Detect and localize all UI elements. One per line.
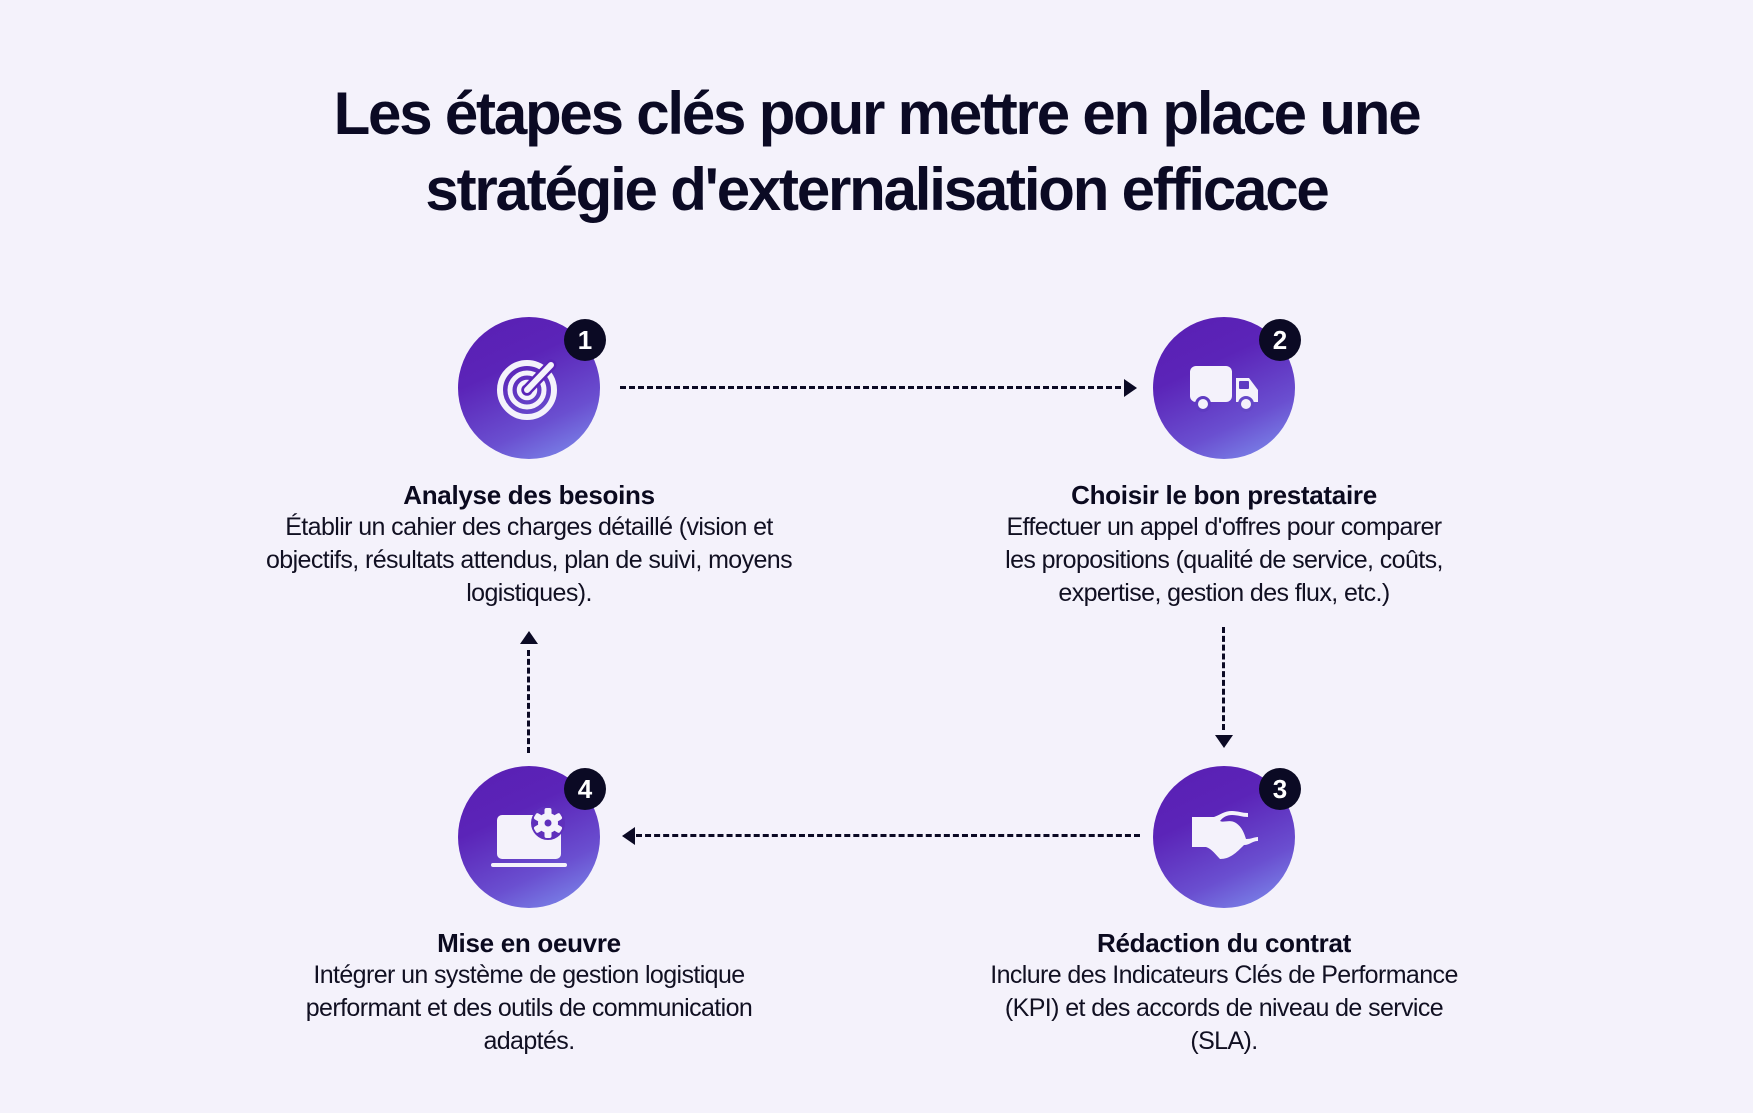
arrow-down-icon xyxy=(1215,735,1233,748)
step-3-circle xyxy=(1153,766,1295,908)
arrow-left-icon xyxy=(622,827,635,845)
arrow-up-icon xyxy=(520,631,538,644)
target-icon xyxy=(497,359,557,420)
dashed-line xyxy=(527,650,530,753)
step-3-desc-line: (SLA). xyxy=(1190,1027,1258,1055)
page-title-line-1: Les étapes clés pour mettre en place une xyxy=(333,80,1422,147)
step-1-desc-line: logistiques). xyxy=(466,579,592,607)
step-4-title: Mise en oeuvre xyxy=(437,928,621,958)
step-4-description: Intégrer un système de gestion logistiqu… xyxy=(229,959,829,1058)
step-4-icon-group: 4 xyxy=(458,766,606,908)
step-2-number-badge: 2 xyxy=(1259,319,1301,361)
step-2-description: Effectuer un appel d'offres pour compare… xyxy=(924,511,1524,610)
step-3-number-badge: 3 xyxy=(1259,768,1301,810)
step-3-desc-line: Inclure des Indicateurs Clés de Performa… xyxy=(990,961,1458,989)
dashed-line xyxy=(1222,627,1225,730)
step-2-desc-line: les propositions (qualité de service, co… xyxy=(1005,546,1443,574)
step-3-text: Rédaction du contrat Inclure des Indicat… xyxy=(914,927,1534,1058)
step-2-desc-line: Effectuer un appel d'offres pour compare… xyxy=(1006,513,1442,541)
step-2-title: Choisir le bon prestataire xyxy=(1071,480,1377,510)
page-title: Les étapes clés pour mettre en place une… xyxy=(0,76,1753,228)
dashed-line xyxy=(636,834,1140,837)
truck-icon xyxy=(1190,366,1258,412)
step-1-text: Analyse des besoins Établir un cahier de… xyxy=(209,479,849,610)
step-3-icon-group: 3 xyxy=(1153,766,1301,908)
step-4-desc-line: adaptés. xyxy=(483,1027,575,1055)
step-2-icon-group: 2 xyxy=(1153,317,1301,459)
step-4-text: Mise en oeuvre Intégrer un système de ge… xyxy=(229,927,829,1058)
step-1-icon-group: 1 xyxy=(458,317,606,459)
step-1-number-badge: 1 xyxy=(564,319,606,361)
step-4-number-badge: 4 xyxy=(564,768,606,810)
page-title-line-2: stratégie d'externalisation efficace xyxy=(425,156,1329,223)
step-3-title: Rédaction du contrat xyxy=(1096,928,1351,958)
step-3-description: Inclure des Indicateurs Clés de Performa… xyxy=(914,959,1534,1058)
step-2-text: Choisir le bon prestataire Effectuer un … xyxy=(924,479,1524,610)
step-1-desc-line: objectifs, résultats attendus, plan de s… xyxy=(265,546,793,574)
step-2-desc-line: expertise, gestion des flux, etc.) xyxy=(1058,579,1390,607)
dashed-line xyxy=(620,386,1130,389)
step-4-desc-line: performant et des outils de communicatio… xyxy=(305,994,753,1022)
laptop-settings-icon xyxy=(491,806,567,867)
step-4-desc-line: Intégrer un système de gestion logistiqu… xyxy=(313,961,745,989)
step-1-desc-line: Établir un cahier des charges détaillé (… xyxy=(285,513,773,541)
step-1-title: Analyse des besoins xyxy=(403,480,655,510)
handshake-icon xyxy=(1192,811,1258,859)
step-1-description: Établir un cahier des charges détaillé (… xyxy=(209,511,849,610)
arrow-right-icon xyxy=(1124,379,1137,397)
step-3-desc-line: (KPI) et des accords de niveau de servic… xyxy=(1004,994,1444,1022)
